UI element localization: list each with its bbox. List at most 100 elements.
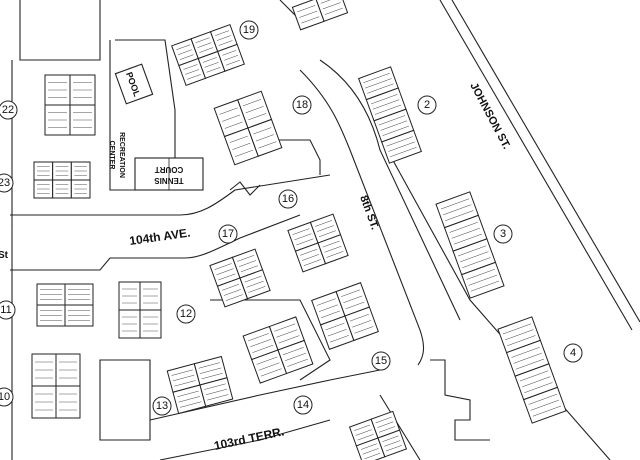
unit-detail xyxy=(360,443,377,450)
unit-detail xyxy=(174,380,196,387)
unit-detail xyxy=(216,35,231,41)
building-3-cluster xyxy=(435,191,505,299)
building-number-11: 11 xyxy=(0,300,16,320)
unit-detail xyxy=(260,368,282,377)
unit-detail xyxy=(382,125,409,136)
unit-detail xyxy=(363,73,390,83)
building-22-cluster xyxy=(44,74,96,136)
building-19-cluster xyxy=(171,24,245,86)
unit-detail xyxy=(297,5,316,13)
unit-detail xyxy=(199,47,214,53)
unit-detail xyxy=(524,382,553,393)
unit-detail xyxy=(374,104,402,115)
unit-detail xyxy=(256,356,278,365)
rec-block xyxy=(109,39,176,191)
pool: POOL xyxy=(114,63,154,105)
ave104-edge-south xyxy=(10,214,301,271)
rec-label-2: CENTER xyxy=(108,141,115,170)
number-label: 3 xyxy=(500,228,506,240)
number-circle xyxy=(0,300,16,320)
unit-detail xyxy=(177,390,199,397)
unit-detail xyxy=(218,273,236,281)
building-13-cluster xyxy=(166,355,234,415)
unit-detail xyxy=(224,55,238,61)
unit-detail xyxy=(232,142,251,150)
unit-detail xyxy=(460,251,489,263)
road-segment-a xyxy=(270,139,321,175)
number-label: 13 xyxy=(156,400,168,412)
unit-detail xyxy=(222,114,241,122)
recreation-center: RECREATION CENTER xyxy=(108,132,125,178)
road-segment-b xyxy=(210,299,331,381)
notch-1 xyxy=(229,181,261,196)
unit-detail xyxy=(379,426,396,433)
unit-detail xyxy=(318,304,338,312)
unit-detail xyxy=(285,353,306,361)
number-label: 14 xyxy=(297,399,309,411)
unit-detail xyxy=(222,284,240,291)
terr103-edge-south xyxy=(159,419,331,460)
unit-detail xyxy=(320,0,339,4)
tennis-label-1: TENNIS xyxy=(154,176,184,185)
unit-detail xyxy=(507,335,536,346)
building-number-17: 17 xyxy=(218,224,238,244)
road-segment-c xyxy=(379,394,421,460)
number-circle xyxy=(0,100,18,120)
building-top-cluster xyxy=(291,0,349,31)
unit-detail xyxy=(445,210,474,221)
number-circle xyxy=(493,224,513,244)
unit-detail xyxy=(237,255,255,262)
number-circle xyxy=(218,224,238,244)
unit-detail xyxy=(453,233,483,245)
unit-detail xyxy=(462,257,491,268)
building-18-cluster xyxy=(213,90,283,166)
unit-detail xyxy=(248,286,266,293)
building-4-cluster xyxy=(497,316,567,424)
number-circle xyxy=(278,189,298,209)
unit-detail xyxy=(502,323,532,335)
unit-detail xyxy=(245,106,264,114)
unit-detail xyxy=(219,107,238,115)
unit-detail xyxy=(349,314,369,322)
unit-detail xyxy=(178,396,201,403)
unit-detail xyxy=(278,335,300,344)
unit-detail xyxy=(341,289,361,297)
unit-detail xyxy=(316,225,335,232)
unit-detail xyxy=(384,440,401,447)
street-103-label: 103rd TERR. xyxy=(213,424,286,453)
unit-detail xyxy=(466,269,495,280)
building-16-cluster xyxy=(287,213,349,273)
unit-detail xyxy=(343,295,363,303)
building-15-cluster xyxy=(311,282,379,350)
number-circle xyxy=(417,95,437,115)
building-14-cluster xyxy=(242,316,314,384)
building-number-13: 13 xyxy=(152,396,172,416)
unit-detail xyxy=(199,367,222,374)
eighth-st-edge-east xyxy=(319,59,461,321)
unit-detail xyxy=(365,78,392,89)
unit-detail xyxy=(372,99,400,110)
unit-detail xyxy=(222,50,237,56)
unit-detail xyxy=(316,298,336,306)
unit-detail xyxy=(385,445,402,452)
unit-detail xyxy=(315,220,333,227)
unit-detail xyxy=(324,7,343,15)
unit-detail xyxy=(206,67,221,73)
building-number-19: 19 xyxy=(239,20,259,40)
johnson-st-edge-east xyxy=(451,0,640,323)
unit-detail xyxy=(357,434,374,441)
unit-detail xyxy=(253,127,272,135)
unit-detail xyxy=(318,230,336,237)
unit-detail xyxy=(528,394,557,405)
unit-detail xyxy=(197,42,212,48)
watermark: © Miami MLS® 2025 xyxy=(2,224,118,237)
number-circle xyxy=(152,396,172,416)
unit-detail xyxy=(176,44,191,50)
unit-detail xyxy=(218,40,233,46)
unit-detail xyxy=(195,37,210,43)
unit-detail xyxy=(250,339,271,347)
unit-detail xyxy=(301,254,320,261)
unit-detail xyxy=(382,435,399,442)
street-partial-label: St xyxy=(0,250,9,261)
